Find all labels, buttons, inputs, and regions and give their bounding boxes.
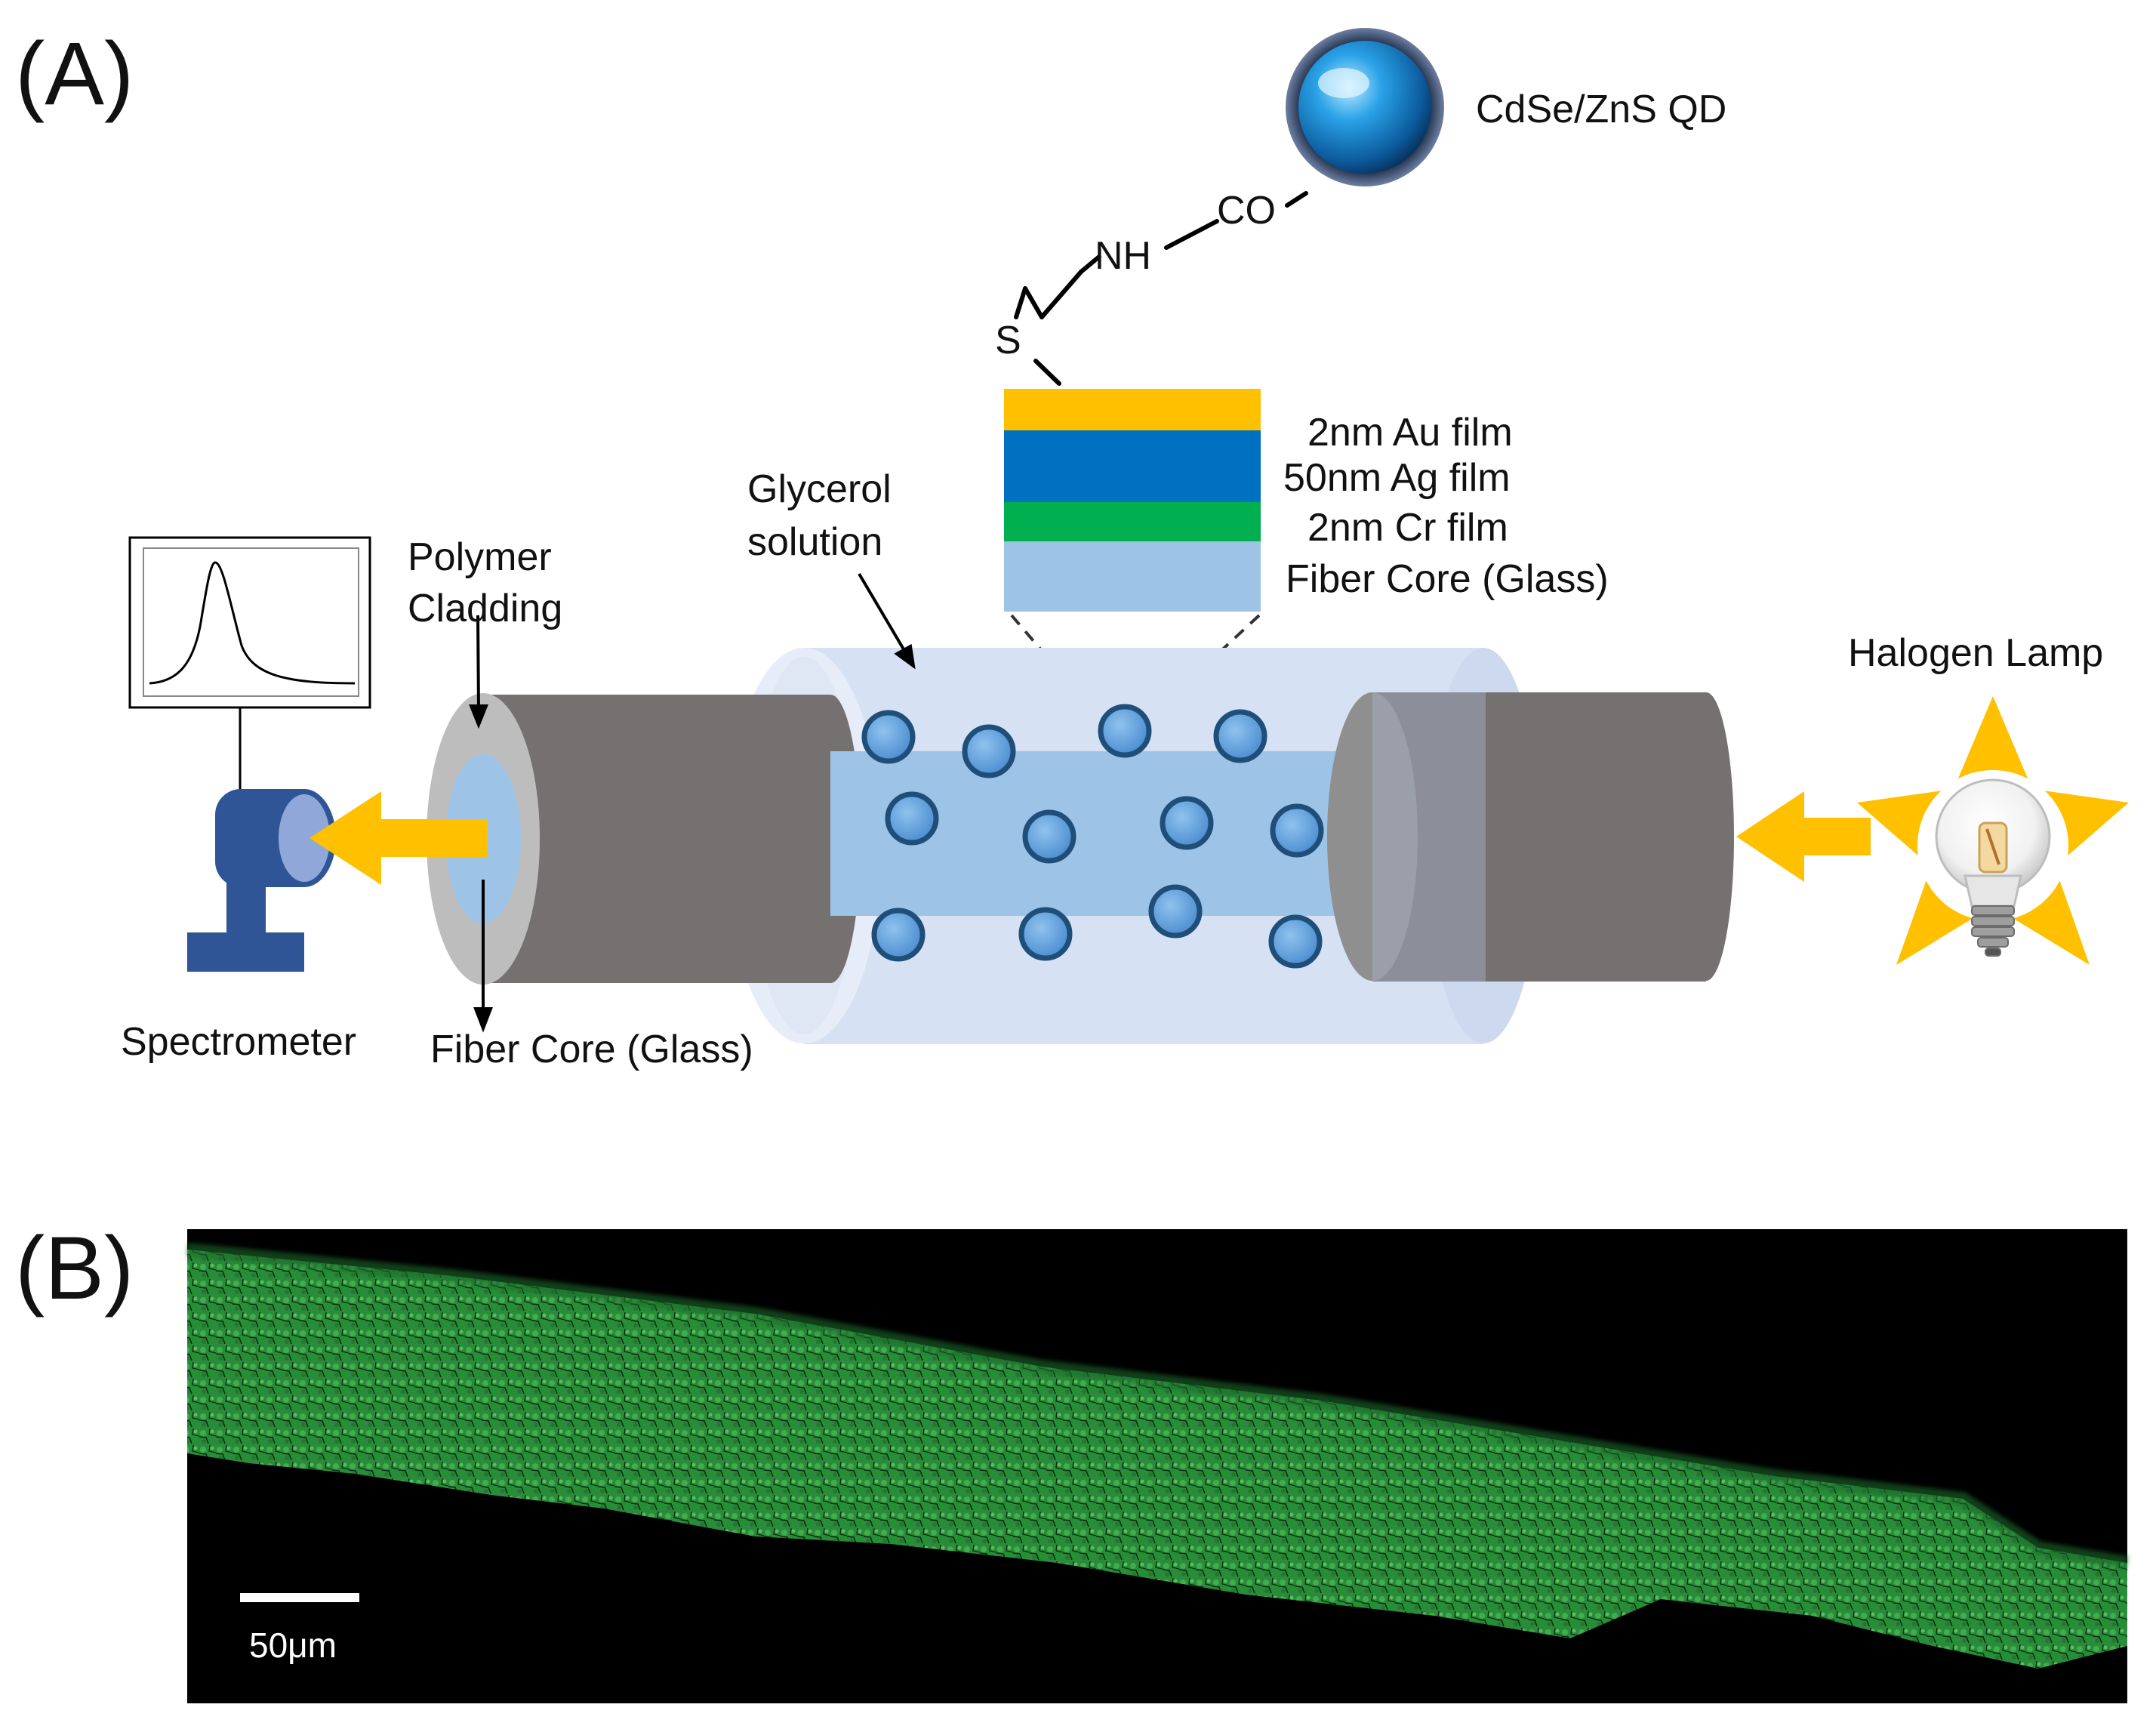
- fiber-core-label: Fiber Core (Glass): [430, 1028, 753, 1071]
- output-light-arrow: [310, 791, 487, 885]
- au-film-layer: [1004, 389, 1261, 430]
- pointer-arrows: [469, 572, 916, 1033]
- cr-film-layer: [1004, 502, 1261, 541]
- ag-film-label: 50nm Ag film: [1283, 456, 1511, 500]
- panel-a-label: (A): [15, 24, 134, 124]
- glycerol-label-line1: Glycerol: [747, 467, 892, 511]
- right-fiber: [1327, 692, 1734, 982]
- qd-label: CdSe/ZnS QD: [1476, 88, 1726, 131]
- input-light-arrow: [1736, 791, 1871, 882]
- linker-chain: [1014, 191, 1308, 386]
- linker-co: CO: [1217, 189, 1276, 233]
- left-fiber: [427, 693, 861, 985]
- spectrometer-icon: [187, 789, 336, 972]
- fiber-core-layer: [1004, 541, 1261, 612]
- fluorescent-coating: [187, 1250, 2127, 1669]
- scale-bar-label: 50μm: [249, 1626, 337, 1665]
- spectrometer-label: Spectrometer: [121, 1020, 356, 1064]
- polymer-label-line2: Cladding: [408, 587, 562, 630]
- polymer-label-line1: Polymer: [408, 535, 552, 579]
- panel-b: (B) 50μm: [15, 1219, 2129, 1703]
- linker-s: S: [995, 319, 1021, 362]
- film-layer-stack: [1004, 389, 1261, 612]
- spectrum-monitor: [128, 536, 371, 793]
- lamp-label: Halogen Lamp: [1848, 631, 2103, 675]
- glycerol-label-line2: solution: [747, 520, 882, 564]
- panel-b-label: (B): [15, 1219, 134, 1318]
- cr-film-label: 2nm Cr film: [1307, 506, 1508, 550]
- quantum-dot: [1286, 28, 1444, 186]
- quantum-dots-on-core: [861, 704, 1324, 969]
- linker-nh: NH: [1095, 234, 1151, 278]
- scale-bar: [240, 1593, 359, 1602]
- fiber-core-layer-label: Fiber Core (Glass): [1286, 557, 1609, 601]
- ag-film-layer: [1004, 430, 1261, 502]
- panel-a: (A) CdSe/ZnS QD S NH CO 2nm Au fil: [15, 24, 2129, 1071]
- au-film-label: 2nm Au film: [1307, 411, 1513, 455]
- halogen-lamp-icon: [1857, 696, 2129, 965]
